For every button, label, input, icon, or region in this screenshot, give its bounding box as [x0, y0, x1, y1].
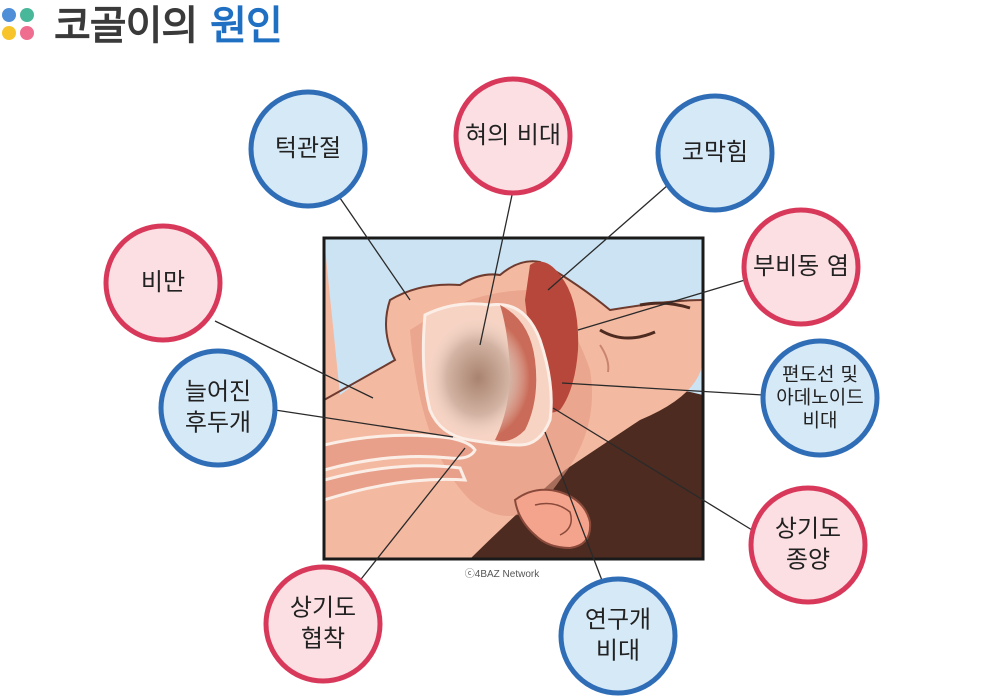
- cause-label-tongue-line-1: 혀의 비대: [465, 121, 561, 149]
- cause-circle-obesity: 비만: [103, 223, 223, 343]
- cause-circle-nose: 코막힘: [655, 93, 775, 213]
- leader-lines: [214, 184, 764, 584]
- cause-label-tumor-line-2: 종양: [786, 546, 830, 574]
- cause-circle-shape-tumor: [748, 485, 868, 605]
- title-main: 코골이의: [54, 3, 198, 49]
- leader-line-nose: [547, 184, 669, 291]
- leader-line-tonsil: [561, 382, 764, 396]
- leader-line-narrow: [357, 447, 466, 584]
- leader-line-tongue: [479, 194, 513, 346]
- title-block: 코골이의 원인: [0, 0, 400, 60]
- cause-circle-jaw: 턱관절: [248, 89, 368, 209]
- cause-label-sinus-line-1: 부비동 염: [753, 252, 849, 280]
- cause-label-narrow-line-2: 협착: [301, 625, 345, 653]
- cause-circle-shape-narrow: [263, 564, 383, 684]
- cause-circle-shape-tongue: [453, 76, 573, 196]
- cause-circle-shape-obesity: [103, 223, 223, 343]
- cause-circle-sinus: 부비동 염: [741, 207, 861, 327]
- cause-label-tonsil-line-1: 편도선 및: [782, 364, 858, 386]
- leader-line-sinus: [577, 279, 746, 331]
- page-title: 코골이의 원인: [54, 2, 283, 50]
- head-illustration: ⓒ4BAZ Network: [322, 236, 705, 580]
- leader-line-palate: [544, 431, 604, 584]
- cause-label-obesity-line-1: 비만: [141, 268, 185, 296]
- leader-line-jaw: [339, 197, 411, 301]
- cause-label-jaw-line-1: 턱관절: [275, 134, 341, 162]
- cause-circle-shape-tonsil: [760, 338, 880, 458]
- cause-label-throat-line-1: 늘어진: [185, 378, 251, 406]
- cause-label-throat-line-2: 후두개: [185, 409, 251, 437]
- cause-circle-shape-palate: [558, 576, 678, 696]
- cause-label-palate-line-2: 비대: [596, 637, 640, 665]
- cause-circle-tongue: 혀의 비대: [453, 76, 573, 196]
- leader-line-throat: [274, 409, 454, 438]
- cause-label-palate-line-1: 연구개: [585, 606, 651, 634]
- dots-logo-icon: [2, 8, 34, 40]
- cause-label-tumor-line-1: 상기도: [775, 515, 841, 543]
- leader-line-tumor: [552, 407, 753, 531]
- cause-circle-shape-throat: [158, 348, 278, 468]
- cause-label-narrow-line-1: 상기도: [290, 594, 356, 622]
- cause-label-nose-line-1: 코막힘: [682, 138, 748, 166]
- leader-line-obesity: [214, 320, 374, 399]
- cause-circle-shape-sinus: [741, 207, 861, 327]
- cause-circle-shape-jaw: [248, 89, 368, 209]
- cause-label-tonsil-line-2: 아데노이드: [776, 387, 863, 409]
- image-credit: ⓒ4BAZ Network: [465, 568, 540, 580]
- cause-label-tonsil-line-3: 비대: [803, 410, 838, 432]
- cause-circle-shape-nose: [655, 93, 775, 213]
- title-accent: 원인: [210, 3, 283, 49]
